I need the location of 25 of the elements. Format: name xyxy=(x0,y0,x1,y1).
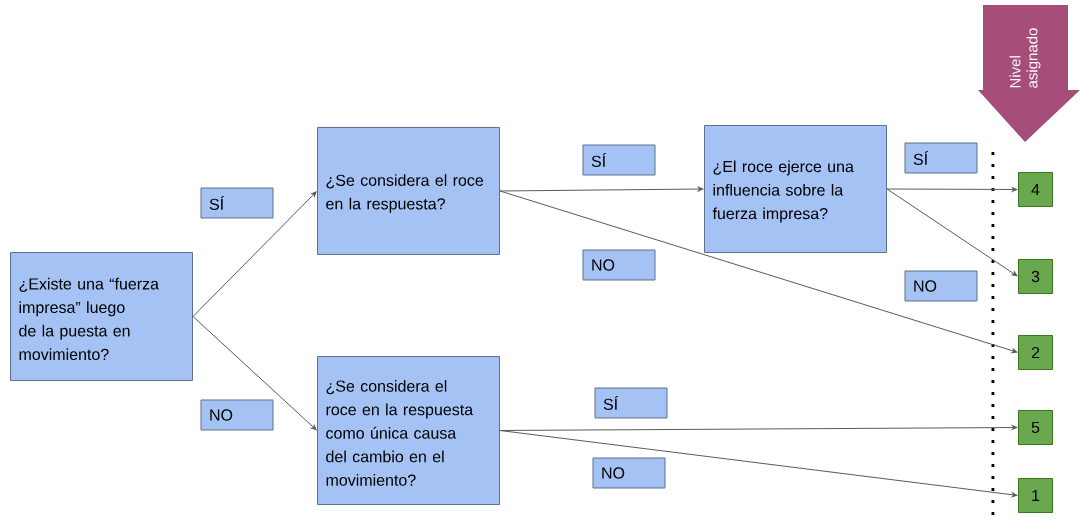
level-box: 4 xyxy=(1018,172,1053,207)
arrow xyxy=(886,188,1018,277)
arrow xyxy=(192,191,317,317)
edge-label: NO xyxy=(582,249,656,281)
level-box: 1 xyxy=(1018,478,1053,513)
arrow xyxy=(499,430,1018,498)
edge-label: NO xyxy=(592,457,666,489)
arrow xyxy=(192,316,317,431)
edge-label: SÍ xyxy=(582,144,656,176)
edge-label: NO xyxy=(904,270,978,302)
arrow xyxy=(499,186,704,192)
question-box: ¿Se considera el roce en la respuesta como única causa del cambio en el movimiento? xyxy=(317,356,500,505)
level-box: 2 xyxy=(1018,335,1053,370)
edge-label: NO xyxy=(200,399,274,431)
edge-label: SÍ xyxy=(594,387,668,419)
arrow xyxy=(886,187,1018,192)
edge-label: SÍ xyxy=(200,187,274,219)
level-box: 5 xyxy=(1018,410,1053,445)
question-box: ¿El roce ejerce una influencia sobre la fuerza impresa? xyxy=(704,125,887,253)
level-box: 3 xyxy=(1018,259,1053,294)
arrow xyxy=(499,190,1018,354)
question-box: ¿Se considera el roce en la respuesta? xyxy=(317,127,500,255)
down-arrow-banner: Nivel asignado xyxy=(978,5,1080,142)
question-box: ¿Existe una “fuerza impresa” luego de la puesta en movimiento? xyxy=(10,252,193,381)
edge-label: SÍ xyxy=(904,142,978,174)
